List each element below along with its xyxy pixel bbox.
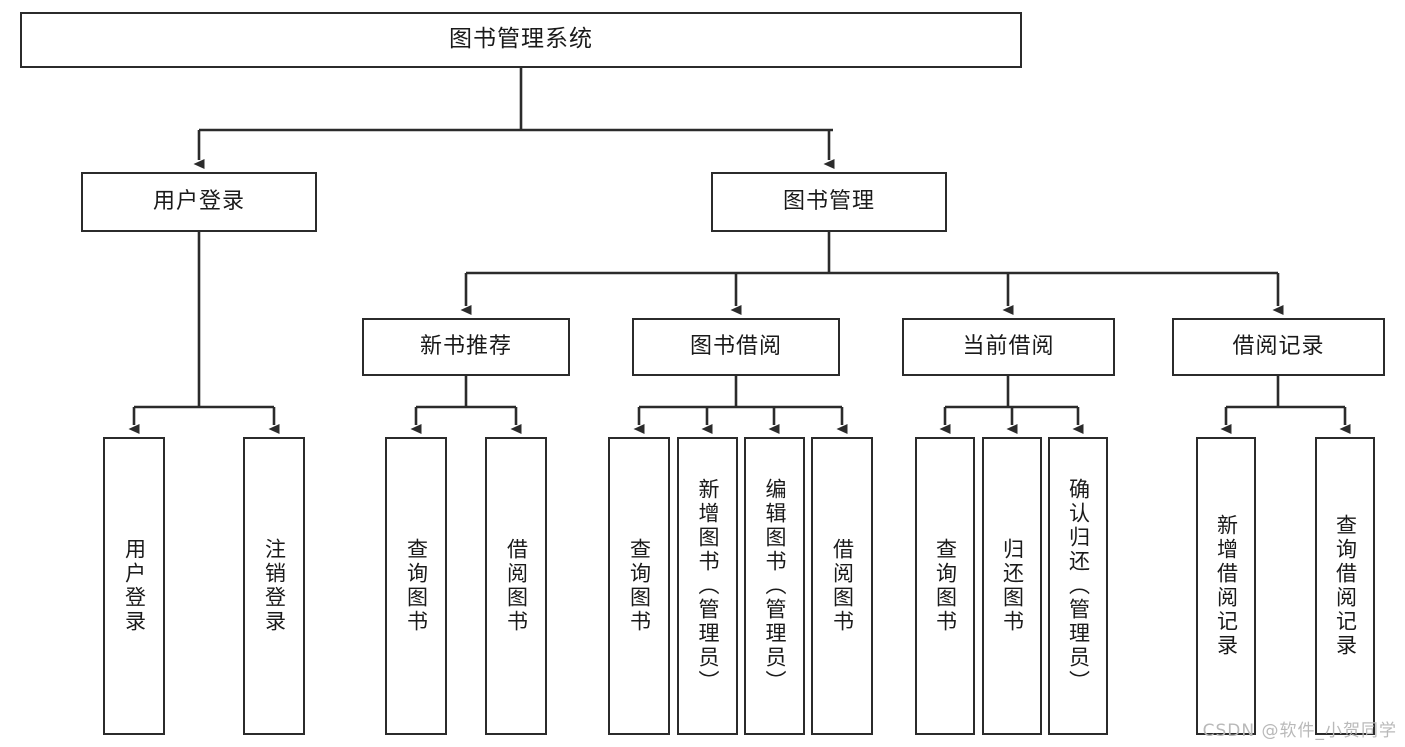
node-leaf-query-record-label: 查询借阅记录 — [1333, 514, 1358, 658]
node-leaf-confirm-return[interactable]: 确认归还（管理员） — [1048, 437, 1108, 735]
node-leaf-add-book[interactable]: 新增图书（管理员） — [677, 437, 738, 735]
node-leaf-borrow-book-2[interactable]: 借阅图书 — [811, 437, 873, 735]
node-book-manage[interactable]: 图书管理 — [711, 172, 947, 232]
node-book-manage-label: 图书管理 — [782, 188, 875, 214]
node-leaf-user-login[interactable]: 用户登录 — [103, 437, 165, 735]
node-user-login[interactable]: 用户登录 — [81, 172, 317, 232]
node-leaf-confirm-return-label: 确认归还（管理员） — [1066, 478, 1091, 694]
node-leaf-query-book-1[interactable]: 查询图书 — [385, 437, 447, 735]
node-leaf-return-book-label: 归还图书 — [1000, 538, 1025, 634]
node-leaf-logout[interactable]: 注销登录 — [243, 437, 305, 735]
csdn-watermark: CSDN @软件_小贺同学 — [1202, 721, 1397, 741]
node-leaf-edit-book-label: 编辑图书（管理员） — [763, 478, 787, 694]
node-borrow-record[interactable]: 借阅记录 — [1172, 318, 1385, 376]
node-current-borrow[interactable]: 当前借阅 — [902, 318, 1115, 376]
node-leaf-borrow-book-2-label: 借阅图书 — [830, 538, 855, 634]
node-user-login-label: 用户登录 — [152, 188, 245, 214]
node-borrow-record-label: 借阅记录 — [1232, 333, 1325, 359]
node-new-book-recommend-label: 新书推荐 — [419, 333, 512, 359]
node-book-borrow-label: 图书借阅 — [689, 333, 782, 359]
node-current-borrow-label: 当前借阅 — [962, 333, 1055, 359]
node-leaf-borrow-book-1[interactable]: 借阅图书 — [485, 437, 547, 735]
node-leaf-edit-book[interactable]: 编辑图书（管理员） — [744, 437, 805, 735]
node-root-label: 图书管理系统 — [449, 26, 593, 53]
node-new-book-recommend[interactable]: 新书推荐 — [362, 318, 570, 376]
node-book-borrow[interactable]: 图书借阅 — [632, 318, 840, 376]
node-leaf-borrow-book-1-label: 借阅图书 — [504, 538, 529, 634]
node-leaf-add-book-label: 新增图书（管理员） — [696, 478, 720, 694]
node-leaf-return-book[interactable]: 归还图书 — [982, 437, 1042, 735]
node-leaf-add-record[interactable]: 新增借阅记录 — [1196, 437, 1256, 735]
node-leaf-add-record-label: 新增借阅记录 — [1214, 514, 1239, 658]
node-leaf-logout-label: 注销登录 — [262, 538, 287, 634]
node-leaf-query-book-1-label: 查询图书 — [404, 538, 429, 634]
node-root[interactable]: 图书管理系统 — [20, 12, 1022, 68]
node-leaf-query-book-3-label: 查询图书 — [933, 538, 958, 634]
node-leaf-query-book-2[interactable]: 查询图书 — [608, 437, 670, 735]
node-leaf-query-book-3[interactable]: 查询图书 — [915, 437, 975, 735]
node-leaf-user-login-label: 用户登录 — [122, 538, 147, 634]
node-leaf-query-book-2-label: 查询图书 — [627, 538, 652, 634]
node-leaf-query-record[interactable]: 查询借阅记录 — [1315, 437, 1375, 735]
